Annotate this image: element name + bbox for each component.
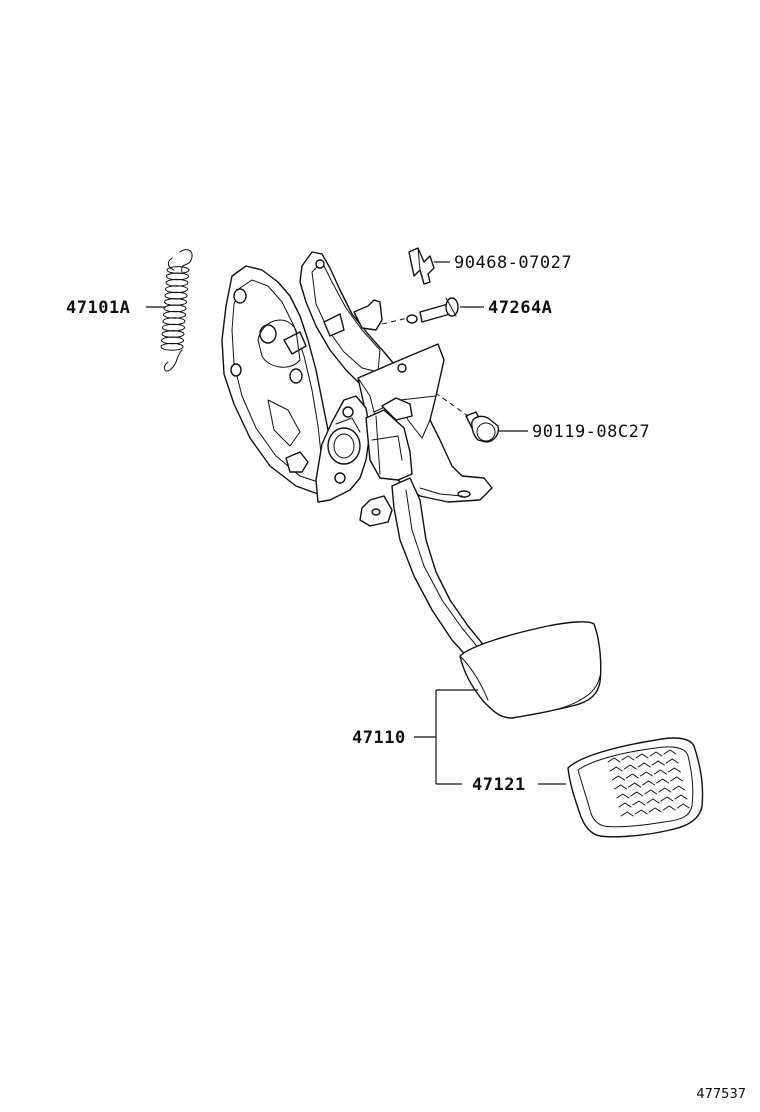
pedal-pad-cover-drawing bbox=[567, 737, 704, 838]
tread-chevron bbox=[630, 791, 644, 797]
catalog-illustration-number: 477537 bbox=[696, 1087, 746, 1102]
spring-coil bbox=[161, 336, 184, 345]
spring-coil bbox=[165, 278, 189, 287]
spring-coil bbox=[160, 342, 184, 351]
spring-coil bbox=[162, 323, 185, 332]
tread-chevron bbox=[646, 798, 660, 804]
tread-chevron bbox=[676, 803, 690, 809]
tread-chevron bbox=[621, 755, 635, 761]
spring-coil bbox=[161, 330, 185, 338]
tread-chevron bbox=[607, 757, 621, 763]
tread-chevron bbox=[648, 807, 662, 813]
tread-chevron bbox=[651, 760, 665, 766]
spring-coil bbox=[165, 285, 188, 294]
tread-chevron bbox=[609, 766, 623, 772]
label-47101A: 47101A bbox=[66, 298, 130, 318]
spring-coil bbox=[163, 304, 187, 313]
spring-coil bbox=[162, 317, 186, 326]
tread-chevron bbox=[672, 785, 686, 791]
tread-chevron bbox=[634, 809, 648, 815]
label-47264A: 47264A bbox=[488, 298, 552, 318]
tread-chevron bbox=[667, 767, 681, 773]
pedal-pad-drawing bbox=[459, 621, 602, 719]
tread-chevron bbox=[658, 787, 672, 793]
tread-chevron bbox=[635, 753, 649, 759]
tread-chevron bbox=[616, 793, 630, 799]
tread-chevron bbox=[614, 784, 628, 790]
tread-chevron bbox=[649, 751, 663, 757]
spring-coil bbox=[164, 298, 187, 306]
tread-chevron bbox=[623, 764, 637, 770]
spring-coil bbox=[166, 266, 190, 274]
clip-part-drawing bbox=[408, 247, 435, 285]
tread-chevron bbox=[663, 749, 677, 755]
tread-chevron bbox=[632, 800, 646, 806]
tread-chevron bbox=[665, 758, 679, 764]
tread-chevron bbox=[656, 778, 670, 784]
label-47121: 47121 bbox=[472, 775, 526, 795]
label-47110: 47110 bbox=[352, 728, 406, 748]
tread-chevron bbox=[670, 776, 684, 782]
tread-chevron bbox=[611, 775, 625, 781]
tread-chevron bbox=[660, 796, 674, 802]
spring-coil bbox=[164, 291, 188, 300]
spring-coil bbox=[163, 310, 186, 319]
tread-chevron bbox=[662, 805, 676, 811]
tread-chevron bbox=[637, 762, 651, 768]
return-spring-drawing bbox=[160, 249, 193, 372]
tread-chevron bbox=[620, 811, 634, 817]
tread-chevron bbox=[639, 771, 653, 777]
tread-chevron bbox=[642, 780, 656, 786]
tread-chevron bbox=[618, 802, 632, 808]
tread-chevron bbox=[625, 773, 639, 779]
tread-chevron bbox=[674, 794, 688, 800]
pedal-bracket-drawing bbox=[221, 251, 493, 661]
tread-chevron bbox=[644, 789, 658, 795]
spring-coil bbox=[166, 272, 189, 281]
label-90119-08C27: 90119-08C27 bbox=[532, 422, 650, 442]
label-90468-07027: 90468-07027 bbox=[454, 253, 572, 273]
bolt-drawing bbox=[465, 411, 500, 443]
tread-chevron bbox=[628, 782, 642, 788]
pedal-pin-drawing bbox=[406, 297, 459, 324]
tread-chevron bbox=[653, 769, 667, 775]
leader-47110 bbox=[414, 689, 478, 785]
